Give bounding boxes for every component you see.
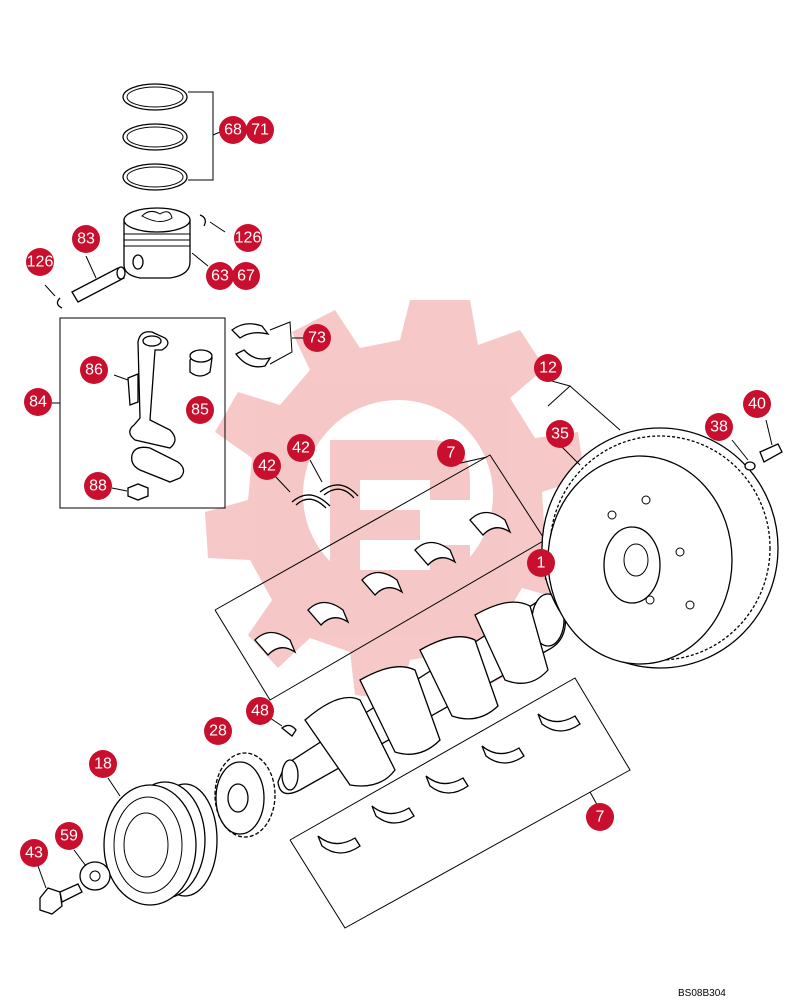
- piston: [123, 207, 209, 279]
- svg-text:48: 48: [251, 703, 269, 720]
- callout-18[interactable]: 18: [89, 750, 117, 778]
- svg-text:84: 84: [29, 394, 47, 411]
- svg-text:85: 85: [191, 402, 209, 419]
- svg-text:40: 40: [748, 396, 766, 413]
- svg-text:35: 35: [551, 426, 569, 443]
- conrod-bearing-shells: [231, 321, 305, 368]
- callout-71[interactable]: 71: [246, 116, 274, 144]
- svg-text:86: 86: [85, 362, 103, 379]
- callout-86[interactable]: 86: [80, 356, 108, 384]
- callout-88[interactable]: 88: [84, 472, 112, 500]
- callout-83[interactable]: 83: [72, 225, 100, 253]
- callout-38[interactable]: 38: [705, 413, 733, 441]
- svg-text:1: 1: [537, 555, 546, 572]
- crankshaft-gear: [214, 752, 276, 838]
- lower-main-bearings: [289, 677, 631, 929]
- svg-text:28: 28: [209, 723, 227, 740]
- svg-text:12: 12: [539, 360, 557, 377]
- callout-63[interactable]: 63: [206, 262, 234, 290]
- woodruff-key: [269, 717, 297, 737]
- callout-28[interactable]: 28: [204, 717, 232, 745]
- callout-68[interactable]: 68: [219, 116, 247, 144]
- svg-text:88: 88: [89, 478, 107, 495]
- svg-text:83: 83: [77, 231, 95, 248]
- svg-text:38: 38: [710, 419, 728, 436]
- callout-42-right[interactable]: 42: [287, 434, 315, 462]
- svg-text:68: 68: [224, 122, 242, 139]
- piston-pin: [71, 255, 126, 303]
- circlip-right: [199, 214, 226, 233]
- svg-text:18: 18: [94, 756, 112, 773]
- drawing-reference-code: BS08B304: [678, 988, 726, 999]
- callout-48[interactable]: 48: [246, 697, 274, 725]
- pulley-bolt: [37, 865, 83, 915]
- callout-7-lower[interactable]: 7: [586, 803, 614, 831]
- piston-rings: [122, 83, 226, 191]
- callout-35[interactable]: 35: [546, 420, 574, 448]
- svg-text:42: 42: [258, 458, 276, 475]
- flywheel: [541, 379, 779, 669]
- svg-text:7: 7: [447, 445, 456, 462]
- crankshaft: [277, 567, 646, 795]
- callout-126-left[interactable]: 126: [26, 248, 54, 276]
- thrust-washers: [273, 459, 359, 509]
- callout-59[interactable]: 59: [55, 822, 83, 850]
- callout-42-left[interactable]: 42: [253, 452, 281, 480]
- svg-text:43: 43: [25, 845, 43, 862]
- svg-text:63: 63: [211, 268, 229, 285]
- svg-text:7: 7: [596, 809, 605, 826]
- callout-84[interactable]: 84: [24, 388, 52, 416]
- svg-text:42: 42: [292, 440, 310, 457]
- svg-text:73: 73: [308, 330, 326, 347]
- svg-text:71: 71: [251, 122, 269, 139]
- connecting-rod-assembly: [52, 317, 226, 509]
- pulley-washer: [73, 849, 111, 891]
- callout-12[interactable]: 12: [534, 354, 562, 382]
- circlip-left: [44, 284, 63, 309]
- callout-7-upper[interactable]: 7: [437, 439, 465, 467]
- callout-85[interactable]: 85: [186, 396, 214, 424]
- callout-67[interactable]: 67: [232, 262, 260, 290]
- callout-126-right[interactable]: 126: [234, 224, 262, 252]
- svg-text:67: 67: [237, 268, 255, 285]
- svg-text:59: 59: [60, 828, 78, 845]
- callout-43[interactable]: 43: [20, 839, 48, 867]
- callout-73[interactable]: 73: [303, 324, 331, 352]
- crankshaft-pulley: [103, 777, 218, 906]
- flywheel-bolt: [759, 419, 783, 463]
- callout-40[interactable]: 40: [743, 390, 771, 418]
- svg-text:126: 126: [235, 230, 262, 247]
- flywheel-washer: [731, 439, 756, 471]
- callout-1[interactable]: 1: [527, 549, 555, 577]
- svg-text:126: 126: [27, 254, 54, 271]
